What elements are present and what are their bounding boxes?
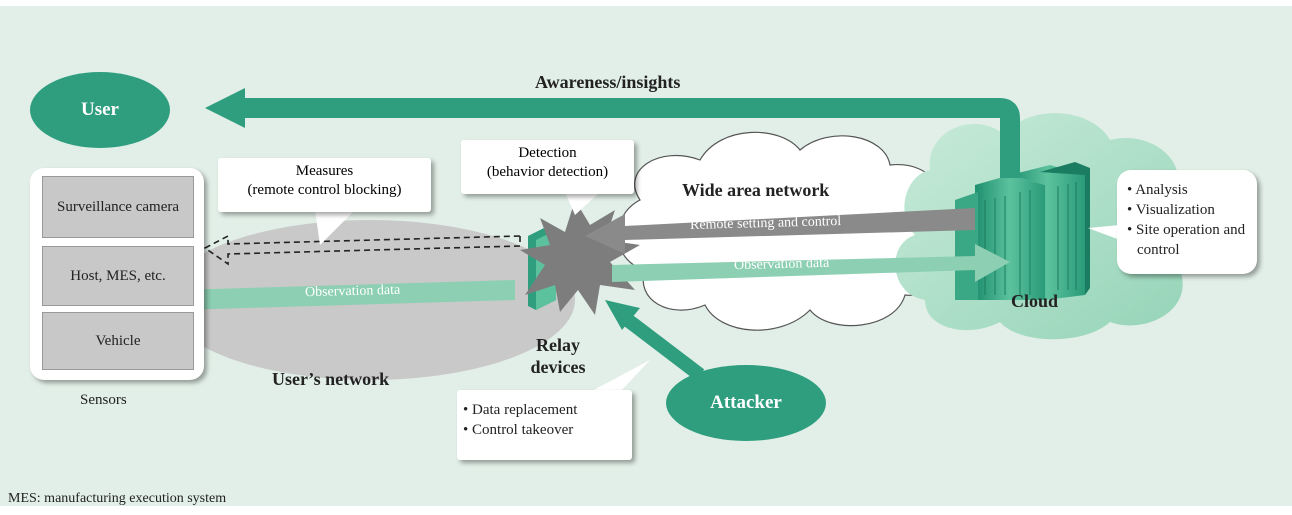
cloud-function-item: Analysis [1127, 180, 1257, 200]
attack-item: Control takeover [463, 420, 632, 440]
sensor-host-mes: Host, MES, etc. [42, 246, 194, 306]
awareness-arrow [240, 98, 1020, 178]
measures-dashed-arrow [203, 234, 521, 266]
measures-callout: Measures (remote control blocking) [218, 158, 431, 212]
cloud-function-item: Site operation and control [1127, 220, 1257, 260]
footnote: MES: manufacturing execution system [8, 491, 227, 506]
cloud-label: Cloud [1011, 291, 1059, 311]
observation-band-user [180, 280, 515, 310]
cloud-functions-callout: Analysis Visualization Site operation an… [1117, 170, 1257, 274]
relay-devices-label: Relay devices [510, 334, 606, 378]
sensor-vehicle: Vehicle [42, 312, 194, 370]
remote-setting-arrow [585, 208, 975, 254]
detection-line2: (behavior detection) [486, 164, 609, 180]
sensors-caption: Sensors [80, 392, 127, 408]
attacker-label: Attacker [710, 392, 782, 413]
attacker-arrow-head [605, 300, 640, 330]
observation-user-label: Observation data [304, 282, 401, 301]
awareness-label: Awareness/insights [535, 72, 681, 92]
attacker-arrow [620, 312, 705, 381]
detection-callout: Detection (behavior detection) [461, 140, 634, 194]
sensor-surveillance-camera: Surveillance camera [42, 176, 194, 238]
measures-callout-tail [315, 210, 355, 245]
cloud-function-item: Visualization [1127, 200, 1257, 220]
measures-line2: (remote control blocking) [247, 182, 402, 198]
awareness-arrow-head [205, 88, 245, 128]
cloud-callout-tail [1088, 225, 1120, 240]
attack-callout: Data replacement Control takeover [457, 390, 632, 460]
user-node [30, 72, 170, 148]
relay-line2: devices [530, 357, 586, 377]
users-network-label: User’s network [272, 369, 390, 389]
user-label: User [81, 99, 119, 120]
detection-burst [520, 200, 640, 315]
attack-callout-tail [590, 360, 650, 392]
relay-line1: Relay [536, 335, 580, 355]
attacker-node [666, 365, 826, 441]
wan-label: Wide area network [682, 180, 830, 200]
observation-arrow-wan [612, 244, 1010, 282]
detection-callout-tail [565, 192, 600, 215]
attack-item: Data replacement [463, 400, 632, 420]
measures-line1: Measures [295, 163, 354, 179]
detection-line1: Detection [518, 145, 577, 161]
observation-wan-label: Observation data [733, 255, 830, 274]
